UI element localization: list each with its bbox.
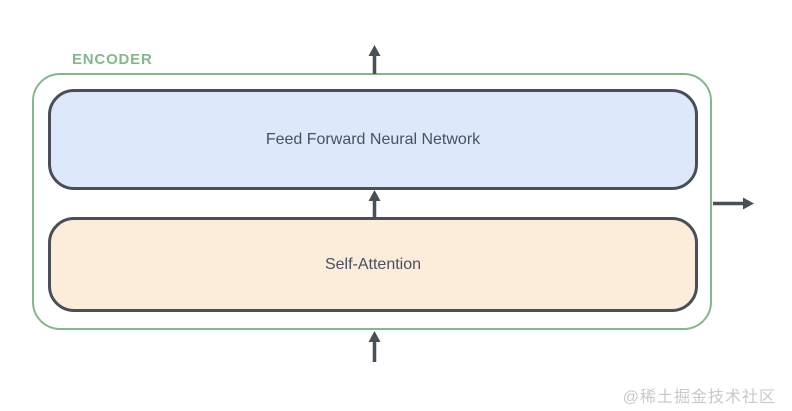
- feed-forward-block: Feed Forward Neural Network: [48, 89, 698, 190]
- self-attention-block: Self-Attention: [48, 217, 698, 312]
- right-arrow-encoder-output-icon: [713, 195, 754, 217]
- encoder-label: ENCODER: [72, 51, 153, 68]
- up-arrow-attention-to-ffn-icon: [366, 190, 383, 223]
- feed-forward-label: Feed Forward Neural Network: [265, 130, 481, 148]
- watermark: @稀土掘金技术社区: [622, 389, 776, 406]
- up-arrow-encoder-output-icon: [366, 45, 383, 79]
- up-arrow-encoder-input-icon: [366, 331, 383, 367]
- self-attention-label: Self-Attention: [324, 255, 422, 273]
